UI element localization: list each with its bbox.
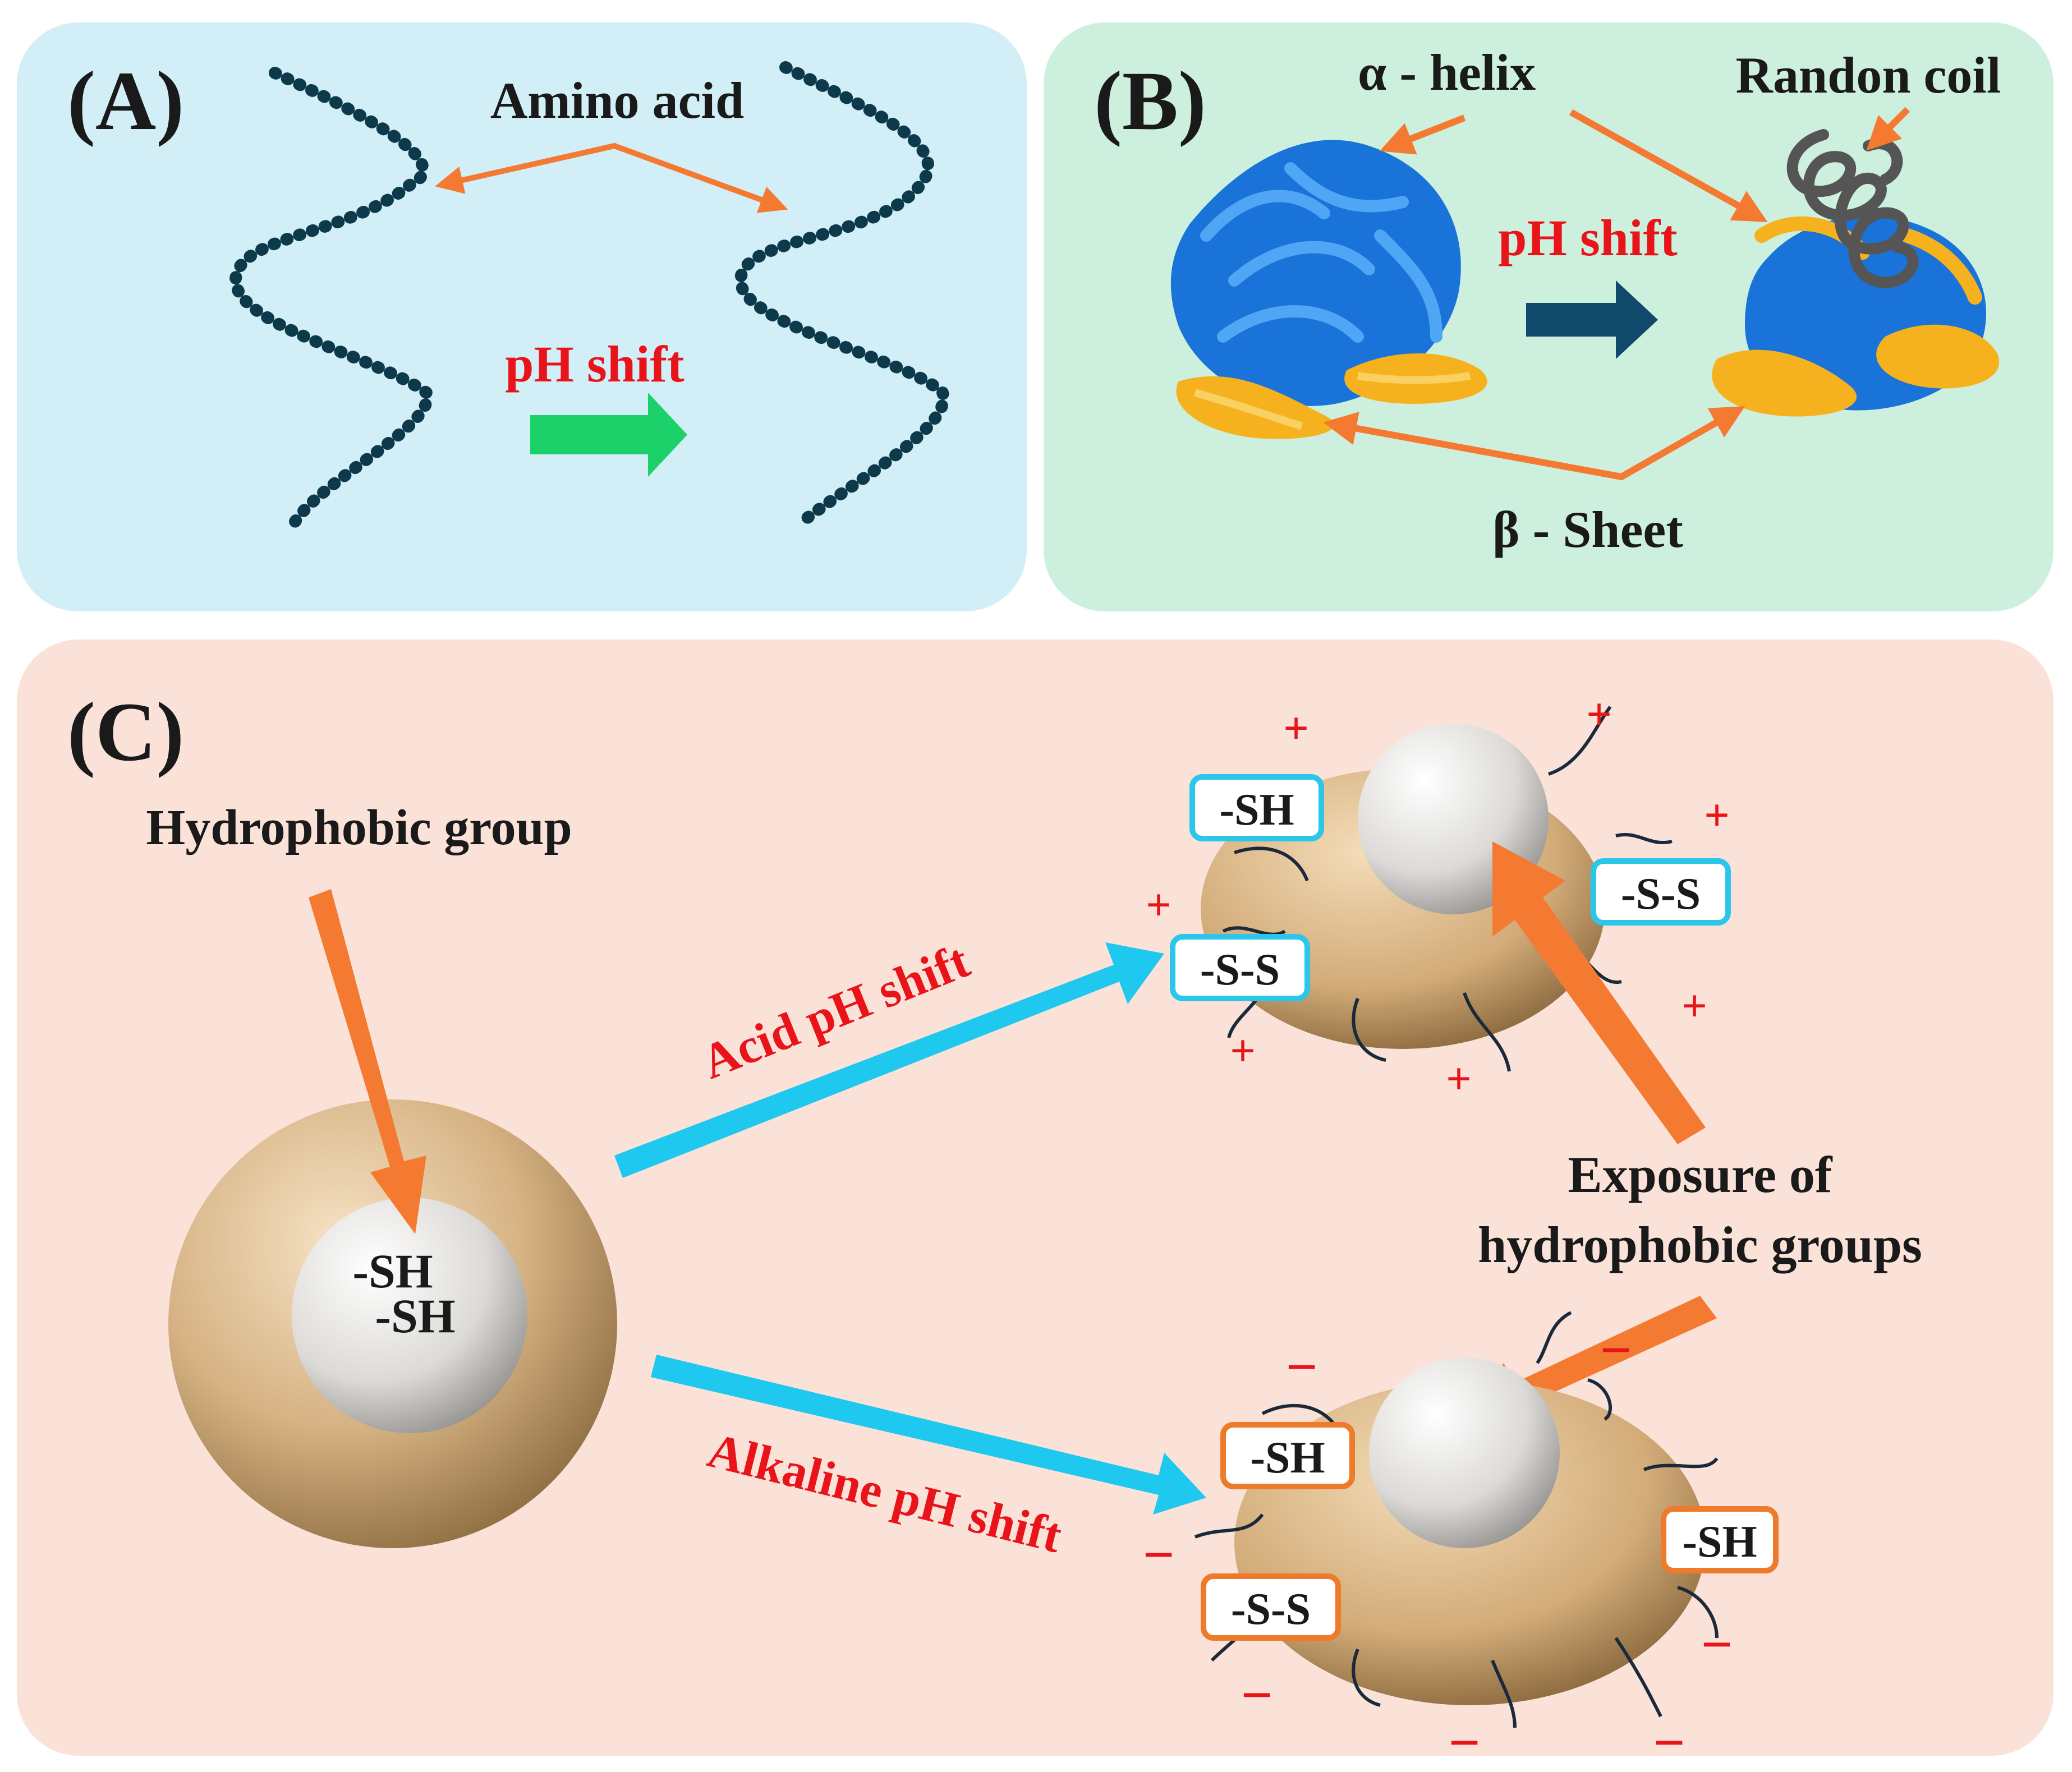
minus-charge: − <box>1653 1711 1685 1772</box>
acid-ss-box-right: -S-S <box>1591 858 1731 926</box>
exposure-arrow-up <box>1492 841 1706 1144</box>
amino-acid-pointer-arrows <box>435 142 788 213</box>
exposure-label-line2: hydrophobic groups <box>1478 1216 1922 1273</box>
alkaline-sh-box-left: -SH <box>1220 1422 1355 1489</box>
acid-ss-box-left: -S-S <box>1170 934 1310 1001</box>
alkaline-ss-box: -S-S <box>1201 1573 1341 1641</box>
core-sh-label-2: -SH <box>375 1289 455 1343</box>
amino-acid-label: Amino acid <box>490 72 744 129</box>
panel-b-ph-shift-label: pH shift <box>1498 209 1678 266</box>
acid-box-label: -SH <box>1219 785 1294 835</box>
hydrophobic-group-label: Hydrophobic group <box>146 800 572 855</box>
minus-charge: − <box>1143 1524 1175 1586</box>
alpha-helix-pointer <box>1379 114 1466 155</box>
alkaline-shift-arrow <box>651 1355 1206 1515</box>
core-sh-label-1: -SH <box>352 1244 433 1298</box>
acid-box-label: -S-S <box>1621 869 1701 919</box>
panel-a-tag: (A) <box>67 54 184 148</box>
alkaline-box-label: -SH <box>1250 1433 1325 1483</box>
panel-a-shift-arrow <box>530 393 687 477</box>
panel-b-tag: (B) <box>1094 54 1206 148</box>
minus-charge: − <box>1241 1664 1273 1726</box>
minus-charge: − <box>1600 1319 1632 1381</box>
alkaline-charges: − − − − − − − <box>1143 1319 1733 1772</box>
beta-sheet-pointer-arrows <box>1323 406 1745 481</box>
acid-charges: + + + + + + + <box>1146 690 1730 1104</box>
minus-charge: − <box>1286 1336 1318 1398</box>
minus-charge: − <box>1701 1613 1733 1676</box>
hydrophobic-group-arrow <box>309 889 426 1234</box>
unfolded-protein-structure <box>1712 129 2000 417</box>
alpha-helix-pointer-long <box>1569 109 1768 222</box>
alpha-helix-label: α - helix <box>1358 44 1536 101</box>
amino-acid-chain-left <box>229 67 434 533</box>
minus-charge: − <box>1449 1711 1481 1772</box>
random-coil-label: Randon coil <box>1736 47 2001 104</box>
exposure-label-line1: Exposure of <box>1568 1146 1833 1203</box>
native-protein-structure <box>1170 140 1487 439</box>
acid-sh-box: -SH <box>1189 774 1324 841</box>
panel-c-tag: (C) <box>67 685 184 779</box>
amino-acid-chain-right <box>734 61 950 528</box>
plus-charge: + <box>1704 791 1730 840</box>
plus-charge: + <box>1446 1055 1472 1104</box>
plus-charge: + <box>1283 704 1309 753</box>
panel-a-ph-shift-label: pH shift <box>505 335 684 393</box>
plus-charge: + <box>1586 690 1612 739</box>
acid-box-label: -S-S <box>1200 945 1280 995</box>
random-coil-pointer <box>1866 107 1910 151</box>
plus-charge: + <box>1682 982 1707 1031</box>
plus-charge: + <box>1230 1027 1256 1076</box>
alkaline-sh-box-right: -SH <box>1661 1506 1779 1573</box>
acid-shift-arrow <box>614 942 1164 1178</box>
alkaline-box-label: -S-S <box>1231 1585 1311 1634</box>
alkaline-box-label: -SH <box>1682 1517 1757 1567</box>
panel-b-shift-arrow <box>1526 280 1658 359</box>
plus-charge: + <box>1146 881 1171 930</box>
native-protein-core <box>292 1198 527 1433</box>
beta-sheet-label: β - Sheet <box>1492 501 1683 558</box>
